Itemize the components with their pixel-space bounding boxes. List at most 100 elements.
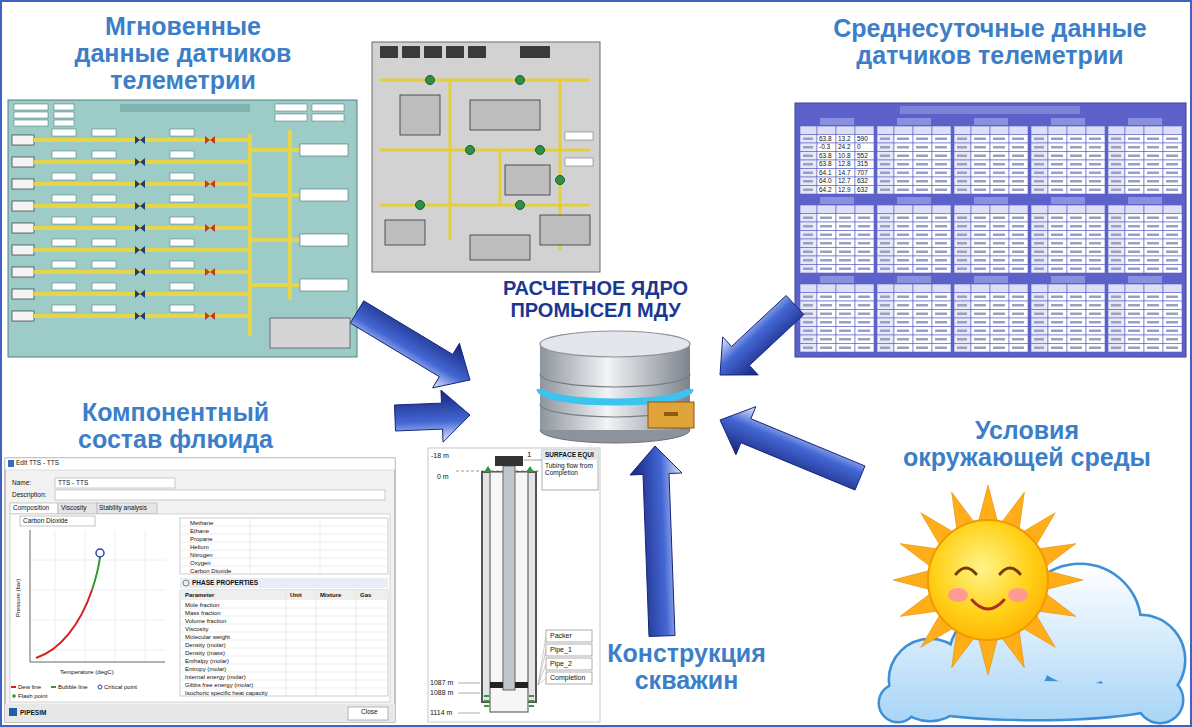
table-cell (1163, 222, 1182, 231)
table-cell (1144, 344, 1163, 353)
table-cell (1163, 177, 1182, 186)
drawer-handle (664, 412, 678, 416)
cell-value-mark (1128, 330, 1140, 333)
table-cell (1067, 177, 1086, 186)
table-cell (800, 160, 817, 169)
cell-value-mark (858, 321, 870, 324)
table-cell (1163, 265, 1182, 274)
table-cell (817, 135, 836, 144)
cell-value-mark (858, 347, 870, 350)
table-cell (817, 222, 836, 231)
cell-value-mark (897, 225, 909, 228)
table-cell (1144, 293, 1163, 302)
table-cell (1067, 248, 1086, 257)
table-cell (1086, 335, 1105, 344)
cell-value-mark (1166, 138, 1178, 141)
table-cell (817, 265, 836, 274)
table-cell (1031, 248, 1048, 257)
table-cell-value: 12.8 (838, 161, 851, 168)
cell-value-mark (839, 268, 851, 271)
table-cell (1108, 344, 1125, 353)
valve-symbol (135, 268, 145, 276)
app-logo (9, 708, 17, 716)
table-cell (1144, 256, 1163, 265)
table-cell (1031, 318, 1048, 327)
critical-point (96, 549, 104, 557)
cell-value-mark (1128, 138, 1140, 141)
cell-value-mark (1034, 163, 1044, 166)
table-cell-value: 552 (857, 153, 868, 160)
cell-value-mark (1012, 242, 1024, 245)
table-cell (1031, 205, 1048, 214)
table-cell (954, 231, 971, 240)
table-cell (836, 344, 855, 353)
cell-value-mark (1012, 251, 1024, 254)
cell-value-mark (916, 138, 928, 141)
table-cell (932, 335, 951, 344)
cell-value-mark (897, 321, 909, 324)
table-cell (877, 318, 894, 327)
table-cell (836, 143, 855, 152)
table-cell (1009, 265, 1028, 274)
cell-value-mark (1166, 163, 1178, 166)
cell-value-mark (1012, 313, 1024, 316)
cell-value-mark (1147, 242, 1159, 245)
table-cell (990, 222, 1009, 231)
table-cell (990, 160, 1009, 169)
sun-ray (978, 485, 998, 523)
cell-value-mark (1111, 138, 1121, 141)
table-cell (990, 318, 1009, 327)
table-cell (1163, 335, 1182, 344)
well-tag (12, 135, 34, 145)
cell-value-mark (1147, 268, 1159, 271)
table-cell (971, 152, 990, 161)
cell-value-mark (880, 313, 890, 316)
cell-value-mark (839, 259, 851, 262)
table-cell (894, 222, 913, 231)
cell-value-mark (1034, 138, 1044, 141)
table-rule (250, 518, 320, 574)
table-cell (894, 344, 913, 353)
table-cell (954, 160, 971, 169)
cell-value-mark (1051, 268, 1063, 271)
table-cell (1031, 301, 1048, 310)
table-cell (1108, 301, 1125, 310)
value-box (170, 283, 194, 290)
table-cell (855, 152, 874, 161)
cell-value-mark (957, 180, 967, 183)
cell-value-mark (1147, 304, 1159, 307)
cell-value-mark (839, 242, 851, 245)
cell-value-mark (880, 138, 890, 141)
sun-disc (928, 520, 1048, 640)
window-text: Density (molar) (185, 642, 226, 648)
window-text: Mole fraction (185, 602, 219, 608)
table-cell (1125, 231, 1144, 240)
cell-value-mark (957, 347, 967, 350)
cell-value-mark (858, 234, 870, 237)
table-cell (800, 318, 817, 327)
cell-value-mark (820, 268, 832, 271)
table-cell (954, 186, 971, 195)
info-box (14, 104, 48, 110)
table-cell (971, 256, 990, 265)
table-cell (817, 239, 836, 248)
table-cell (1144, 318, 1163, 327)
table-cell (913, 301, 932, 310)
table-cell (1009, 126, 1028, 135)
cell-value-mark (1051, 251, 1063, 254)
window-text: Mass fraction (185, 610, 221, 616)
table-cell (913, 135, 932, 144)
table-cell (913, 126, 932, 135)
cell-value-mark (974, 163, 986, 166)
table-cell-value: 64.1 (819, 170, 832, 177)
cell-value-mark (820, 259, 832, 262)
value-box (52, 261, 76, 268)
cell-value-mark (1147, 313, 1159, 316)
cell-value-mark (1051, 180, 1063, 183)
cell-value-mark (1034, 347, 1044, 350)
leader-line (538, 664, 546, 685)
flow-pipe (250, 193, 300, 197)
table-cell (913, 152, 932, 161)
table-cell (971, 177, 990, 186)
